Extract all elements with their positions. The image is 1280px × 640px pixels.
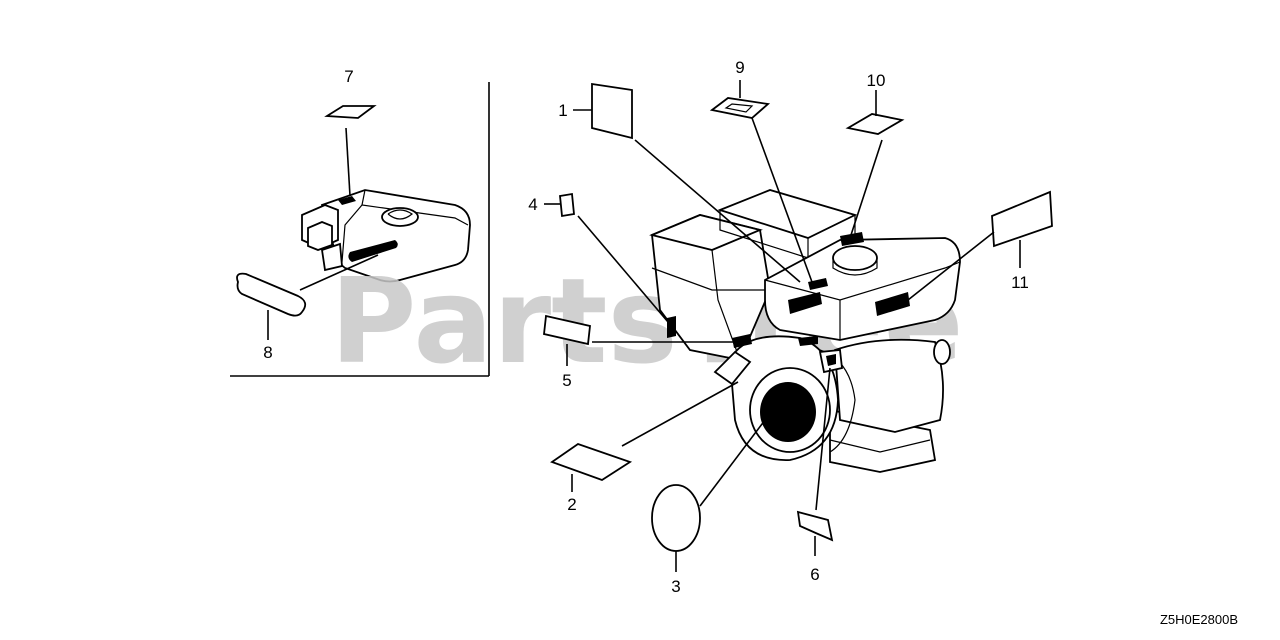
- leader-11: [907, 231, 995, 301]
- part-4-group: 4: [528, 192, 669, 323]
- part-1-label: [591, 82, 633, 140]
- part-11-label: [991, 190, 1053, 248]
- part-11-group: 11: [907, 190, 1053, 301]
- part-3-label: [651, 484, 701, 552]
- part-10-group: 10: [845, 71, 905, 239]
- part-5-label: [543, 314, 591, 346]
- callout-2: 2: [567, 495, 576, 514]
- part-4-label: [559, 192, 575, 218]
- callout-11: 11: [1011, 273, 1029, 292]
- callout-9: 9: [735, 58, 744, 77]
- part-6-group: 6: [796, 367, 834, 584]
- diagram-code: Z5H0E2800B: [1160, 612, 1238, 627]
- part-6-label: [796, 510, 834, 542]
- inset-panel: 7 8: [230, 67, 490, 377]
- callout-6: 6: [810, 565, 819, 584]
- part-2-group: 2: [550, 381, 739, 514]
- leader-6: [815, 367, 831, 511]
- part-5-group: 5: [543, 314, 736, 390]
- leader-9: [751, 117, 813, 283]
- callout-10: 10: [867, 71, 886, 90]
- part-9-label: [709, 97, 771, 119]
- part-2-label: [550, 443, 633, 481]
- callout-7: 7: [344, 67, 353, 86]
- callout-5: 5: [562, 371, 571, 390]
- part-9-group: 9: [709, 58, 813, 283]
- leader-10: [849, 139, 883, 239]
- leader-8: [299, 254, 379, 291]
- leader-2: [621, 381, 739, 447]
- leader-1: [634, 139, 801, 283]
- leader-3: [699, 419, 766, 507]
- part-8-label: [236, 272, 307, 317]
- callout-8: 8: [263, 343, 272, 362]
- part-10-label: [845, 113, 905, 135]
- callout-3: 3: [671, 577, 680, 596]
- part-1-group: 1: [558, 82, 801, 283]
- leader-4: [577, 215, 669, 323]
- callout-4: 4: [528, 195, 537, 214]
- air-cleaner-illustration: [301, 189, 471, 283]
- part-3-group: 3: [651, 419, 766, 596]
- leader-7: [345, 127, 351, 197]
- engine-illustration: [649, 189, 961, 473]
- part-7-label: [324, 105, 377, 119]
- callout-1: 1: [558, 101, 567, 120]
